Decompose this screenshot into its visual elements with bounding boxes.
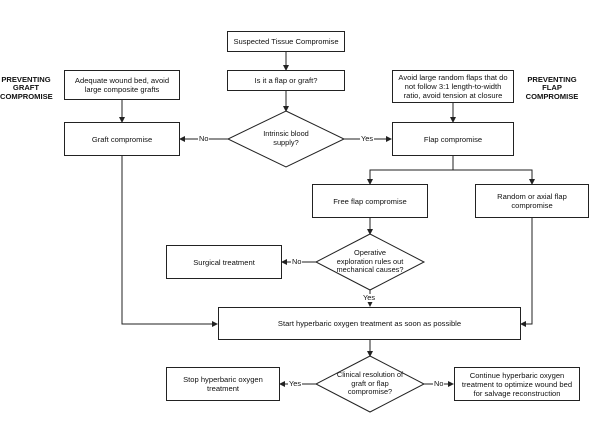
diamond-clinical xyxy=(314,355,426,413)
edge-label-intrinsic-no: No xyxy=(198,134,210,143)
edge-random-to-hbo xyxy=(520,218,533,327)
diamond-operative xyxy=(314,233,426,291)
edge-graft-to-hbo xyxy=(121,156,218,327)
side-label-flap: PREVENTING FLAP COMPROMISE xyxy=(525,75,579,101)
edge-label-clinical-no: No xyxy=(433,379,445,388)
node-flap-compromise: Flap compromise xyxy=(392,122,514,156)
node-surgical: Surgical treatment xyxy=(166,245,282,279)
node-suspected: Suspected Tissue Compromise xyxy=(227,31,345,52)
node-clinical: Clinical resolution of graft or flap com… xyxy=(336,370,404,397)
node-free-flap: Free flap compromise xyxy=(312,184,428,218)
edge-flap-fork xyxy=(367,156,454,185)
edge-label-intrinsic-yes: Yes xyxy=(360,134,375,143)
node-operative: Operative exploration rules out mechanic… xyxy=(336,248,404,275)
edge-flap-fork-right xyxy=(453,169,535,185)
edge-label-clinical-yes: Yes xyxy=(288,379,303,388)
node-random-axial: Random or axial flap compromise xyxy=(475,184,589,218)
node-graft-compromise: Graft compromise xyxy=(64,122,180,156)
edge-label-operative-yes: Yes xyxy=(362,293,377,302)
edge-label-operative-no: No xyxy=(291,257,303,266)
node-flap-prevention: Avoid large random flaps that do not fol… xyxy=(392,70,514,103)
side-label-graft: PREVENTING GRAFT COMPROMISE xyxy=(0,75,53,101)
node-intrinsic: Intrinsic blood supply? xyxy=(263,129,309,147)
node-continue-hbo: Continue hyperbaric oxygen treatment to … xyxy=(454,367,580,401)
node-flap-or-graft: Is it a flap or graft? xyxy=(227,70,345,91)
node-graft-prevention: Adequate wound bed, avoid large composit… xyxy=(64,70,180,100)
node-stop-hbo: Stop hyperbaric oxygen treatment xyxy=(166,367,280,401)
node-start-hbo: Start hyperbaric oxygen treatment as soo… xyxy=(218,307,521,340)
diamond-intrinsic xyxy=(226,110,346,168)
